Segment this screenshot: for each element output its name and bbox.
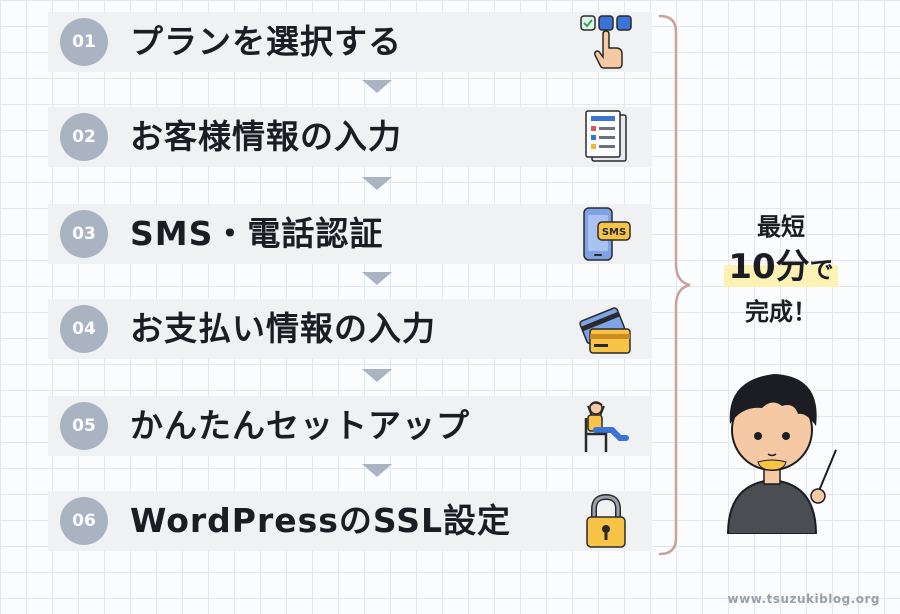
- step-number-badge: 04: [60, 305, 108, 353]
- time-value: 10分: [728, 247, 810, 287]
- completion-callout: 最短 10分で 完成！: [700, 210, 862, 331]
- site-watermark: www.tsuzukiblog.org: [727, 592, 880, 606]
- pointing-hand-icon: [580, 15, 632, 69]
- step-number-badge: 01: [60, 18, 108, 66]
- step-label: かんたんセットアップ: [130, 406, 470, 445]
- step-2: 02 お客様情報の入力: [48, 107, 652, 167]
- step-label: SMS・電話認証: [130, 214, 384, 253]
- time-highlight: 10分で: [700, 244, 862, 293]
- step-number-badge: 03: [60, 210, 108, 258]
- step-number-badge: 02: [60, 113, 108, 161]
- step-number-badge: 05: [60, 402, 108, 450]
- down-arrow: [362, 369, 392, 382]
- down-arrow: [362, 272, 392, 285]
- svg-text:SMS: SMS: [602, 227, 626, 238]
- shortest-label: 最短: [757, 213, 805, 241]
- step-5: 05 かんたんセットアップ: [48, 396, 652, 456]
- form-document-icon: [585, 110, 627, 162]
- step-1: 01 プランを選択する: [48, 12, 652, 72]
- time-suffix: で: [809, 256, 834, 284]
- smartphone-sms-icon: SMS: [583, 207, 631, 261]
- step-number-badge: 06: [60, 497, 108, 545]
- curly-brace: [658, 14, 691, 556]
- step-4: 04 お支払い情報の入力: [48, 299, 652, 359]
- down-arrow: [362, 177, 392, 190]
- down-arrow: [362, 464, 392, 477]
- step-6: 06 WordPressのSSL設定: [48, 491, 652, 551]
- padlock-icon: [586, 493, 626, 548]
- down-arrow: [362, 80, 392, 93]
- step-3: 03 SMS・電話認証 SMS: [48, 204, 652, 264]
- step-label: お支払い情報の入力: [130, 309, 436, 348]
- credit-card-icon: [579, 307, 631, 354]
- step-label: プランを選択する: [130, 22, 402, 61]
- relaxing-person-icon: [584, 401, 629, 452]
- step-label: WordPressのSSL設定: [130, 501, 511, 540]
- complete-label: 完成！: [745, 298, 817, 326]
- step-label: お客様情報の入力: [130, 117, 402, 156]
- avatar: [726, 374, 837, 534]
